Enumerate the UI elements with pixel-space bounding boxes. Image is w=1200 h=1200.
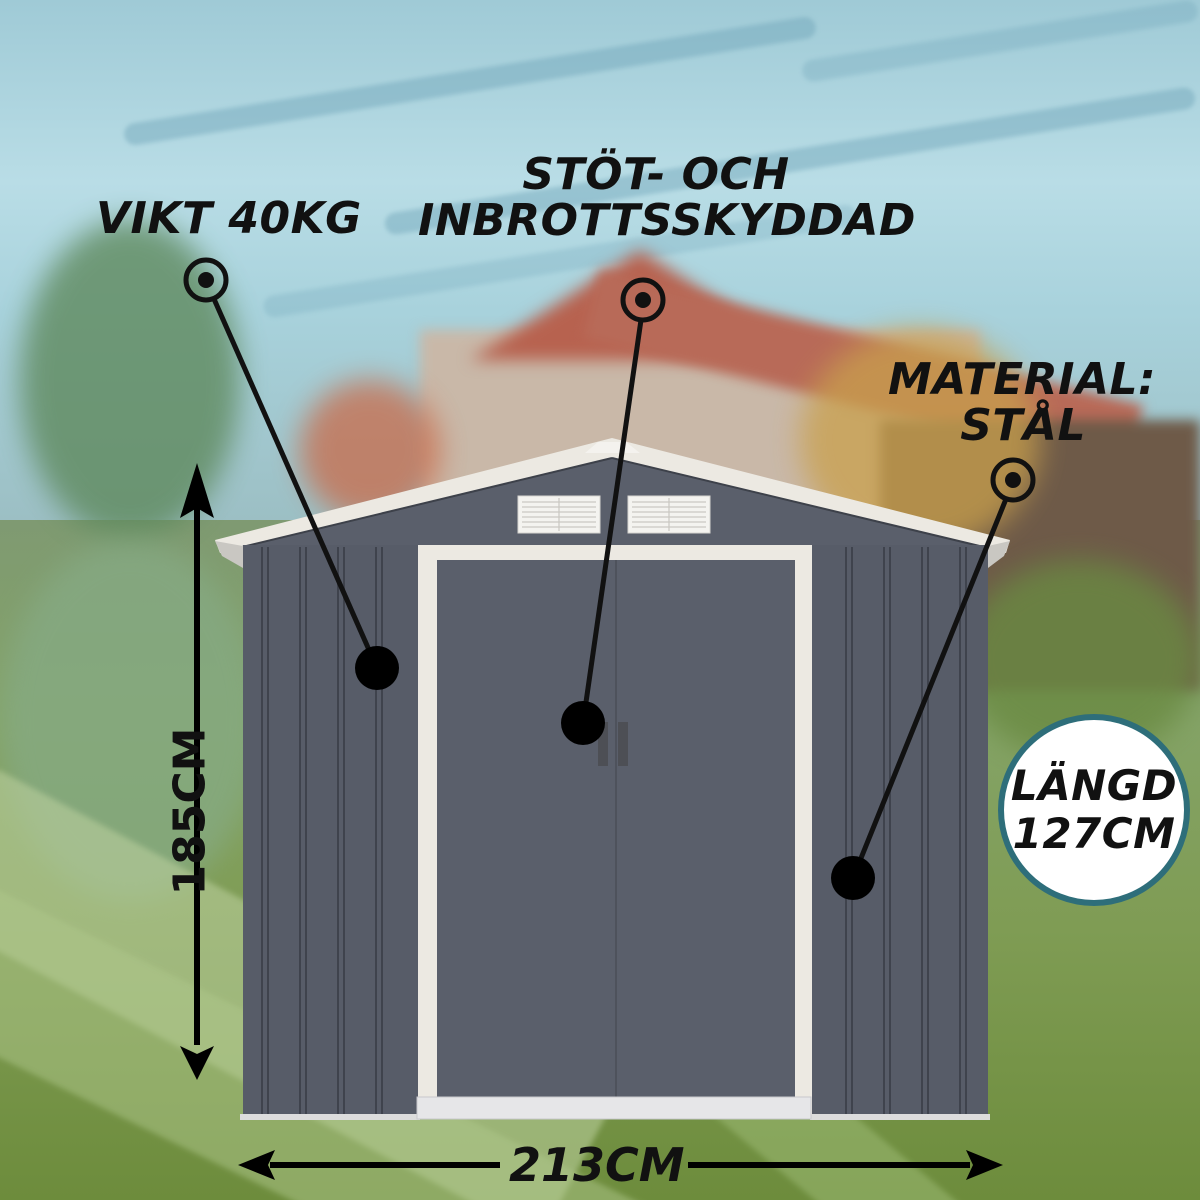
roof-vents <box>517 495 711 534</box>
shed-roof <box>215 438 1010 553</box>
protection-label: STÖT- OCH INBROTTSSKYDDAD <box>418 149 916 247</box>
protection-label-line1: STÖT- OCH <box>522 149 790 200</box>
shed-walls <box>215 541 1010 1120</box>
height-dimension-label: 185CM <box>164 727 216 896</box>
width-arrow <box>238 1150 1003 1180</box>
callout-protection <box>561 277 666 745</box>
width-dimension-label: 213CM <box>509 1138 685 1192</box>
length-badge-line1: LÄNGD <box>1010 760 1178 810</box>
length-badge-line2: 127CM <box>1012 809 1176 858</box>
callout-material <box>831 457 1036 900</box>
material-label-line1: MATERIAL: <box>888 354 1157 405</box>
shed-door <box>416 545 812 1120</box>
weight-label: VIKT 40KG <box>96 193 362 244</box>
material-label-line2: STÅL <box>960 400 1086 452</box>
callout-weight <box>183 257 399 690</box>
length-badge: LÄNGD 127CM <box>998 714 1190 906</box>
material-label: MATERIAL: STÅL <box>888 354 1157 452</box>
protection-label-line2: INBROTTSSKYDDAD <box>418 195 916 247</box>
height-arrow <box>180 463 214 1080</box>
